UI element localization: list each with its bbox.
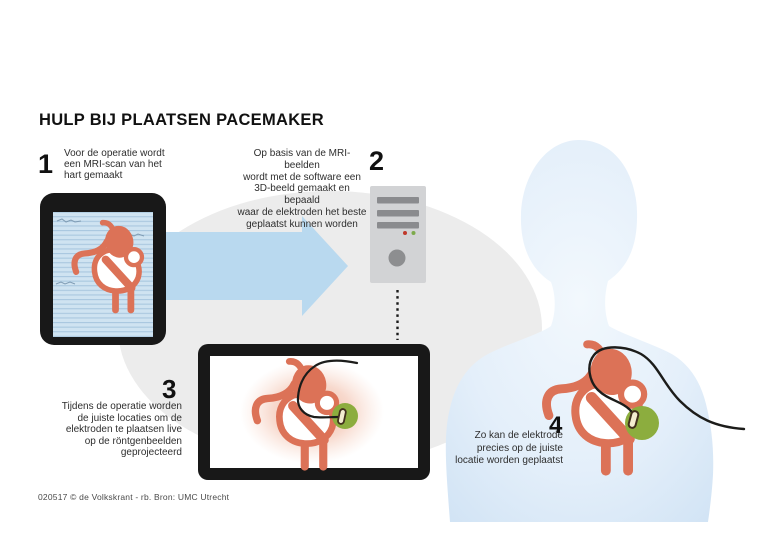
source-credit: 020517 © de Volkskrant - rb. Bron: UMC U… <box>38 492 230 502</box>
electrode <box>337 408 347 425</box>
step-2-text: Op basis van de MRI-beelden wordt met de… <box>237 148 367 230</box>
tower-power-button <box>388 249 406 267</box>
tablet-with-mri-scan <box>40 193 166 345</box>
tower-led-red <box>403 231 407 235</box>
step-4-text: Zo kan de elektrode precies op de juiste… <box>455 430 563 467</box>
monitor-with-xray-projection <box>198 344 430 480</box>
step-3-number: 3 <box>162 374 177 404</box>
arrow-right-icon <box>160 216 348 316</box>
tower-drive-slot <box>377 197 419 204</box>
step-1-text: Voor de operatie wordt een MRI-scan van … <box>64 148 165 181</box>
patient-heart-group <box>547 344 746 470</box>
electrode-wire <box>296 359 359 419</box>
tower-drive-slot <box>377 222 419 229</box>
computer-tower-icon <box>370 186 426 340</box>
tower-led-green <box>411 231 416 235</box>
tower-drive-slot <box>377 210 419 217</box>
page-title: HULP BIJ PLAATSEN PACEMAKER <box>39 111 324 129</box>
step-3-text: Tijdens de operatie worden de juiste loc… <box>61 401 182 458</box>
step-2-number: 2 <box>369 146 385 176</box>
electrode <box>627 410 640 429</box>
step-4-number: 4 <box>549 412 563 439</box>
step-1-number: 1 <box>38 149 54 179</box>
electrode-wire <box>588 346 746 431</box>
